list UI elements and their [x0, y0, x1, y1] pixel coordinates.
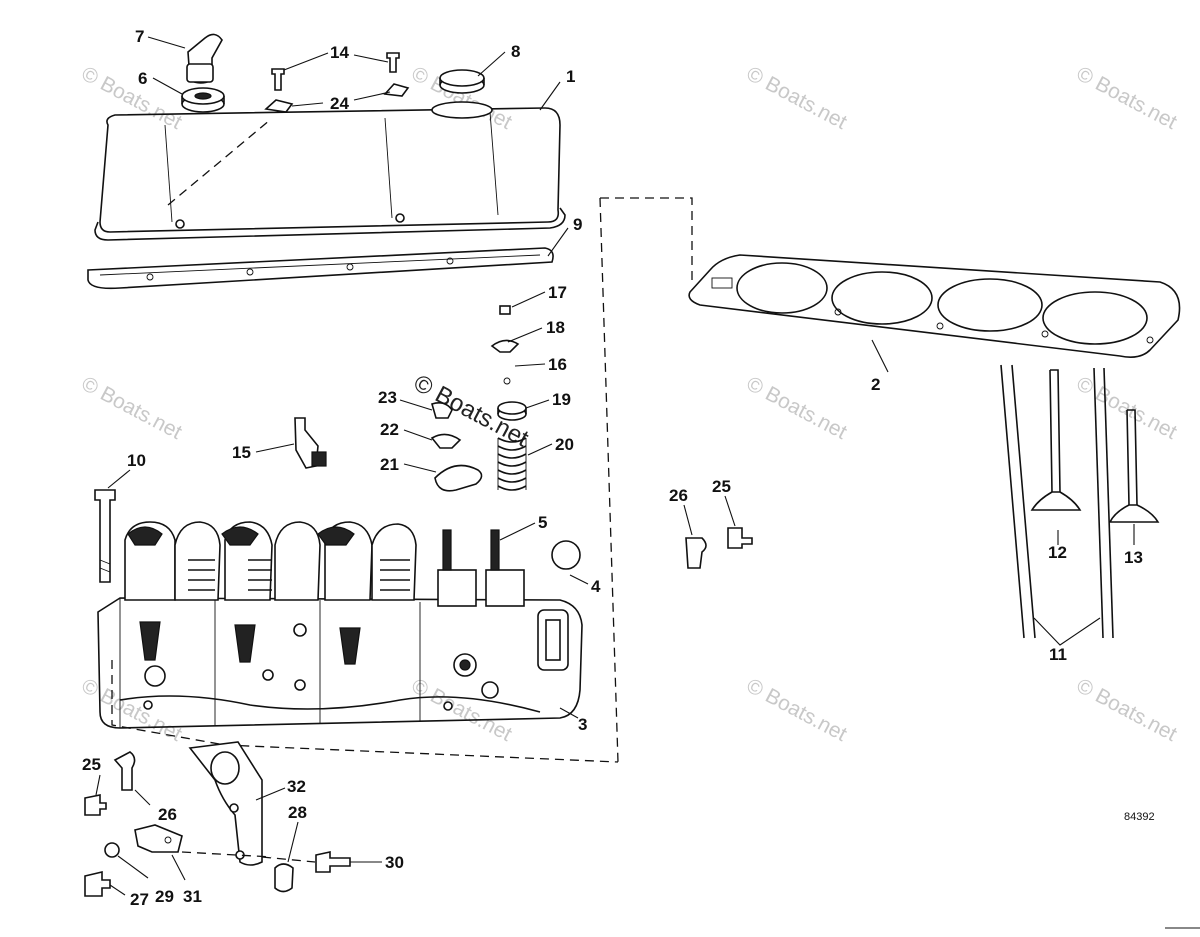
- callout-31: 31: [183, 887, 202, 906]
- callout-10: 10: [127, 451, 146, 470]
- watermark: © Boats.net: [78, 372, 186, 444]
- callout-14: 14: [330, 43, 349, 62]
- assembly-outline: [111, 660, 619, 763]
- callout-27: 27: [130, 890, 149, 909]
- part-elbow-fitting: [186, 33, 223, 84]
- callout-17: 17: [548, 283, 567, 302]
- callout-23: 23: [378, 388, 397, 407]
- part-cylinder-head: [97, 521, 583, 729]
- callout-28: 28: [288, 803, 307, 822]
- callout-12: 12: [1048, 543, 1067, 562]
- callout-9: 9: [573, 215, 582, 234]
- watermark: © Boats.net: [408, 674, 516, 746]
- part-valves-pushrods: [1000, 364, 1160, 639]
- part-expansion-plug: [551, 540, 581, 570]
- assembly-outline: [600, 197, 693, 280]
- callout-20: 20: [555, 435, 574, 454]
- part-clamp-right: [685, 527, 753, 569]
- callout-32: 32: [287, 777, 306, 796]
- callout-4: 4: [591, 577, 601, 596]
- callout-8: 8: [511, 42, 520, 61]
- diagram-reference-number: 84392: [1124, 811, 1155, 823]
- callout-16: 16: [548, 355, 567, 374]
- watermark: © Boats.net: [1073, 62, 1181, 134]
- callout-15: 15: [232, 443, 251, 462]
- part-cover-gasket: [87, 247, 554, 290]
- watermark: © Boats.net: [1073, 674, 1181, 746]
- callout-13: 13: [1124, 548, 1143, 567]
- callout-26-right: 26: [669, 486, 688, 505]
- callout-26-left: 26: [158, 805, 177, 824]
- callout-6: 6: [138, 69, 147, 88]
- watermark: © Boats.net: [743, 372, 851, 444]
- callout-2: 2: [871, 375, 880, 394]
- callout-25-right: 25: [712, 477, 731, 496]
- part-valve-cover: [94, 101, 566, 241]
- part-temp-sender: [294, 417, 327, 469]
- part-valve-train: [430, 305, 527, 492]
- callout-25-left: 25: [82, 755, 101, 774]
- callout-30: 30: [385, 853, 404, 872]
- watermark: © Boats.net: [743, 62, 851, 134]
- part-oil-cap: [439, 69, 485, 94]
- part-clips: [264, 83, 410, 113]
- callout-19: 19: [552, 390, 571, 409]
- rocker-assemblies: [124, 521, 525, 607]
- valve-spring: [497, 437, 527, 491]
- part-grommet: [181, 87, 225, 113]
- callout-29: 29: [155, 887, 174, 906]
- callout-24: 24: [330, 94, 349, 113]
- part-head-bolt: [94, 489, 116, 583]
- leader-lines: [95, 36, 1135, 896]
- callouts: 1 2 3 4 5 6 7 8 9 10 11 12 13 14 15 16 1…: [82, 27, 1143, 909]
- watermark: © Boats.net: [78, 62, 186, 134]
- callout-21: 21: [380, 455, 399, 474]
- callout-7: 7: [135, 27, 144, 46]
- callout-3: 3: [578, 715, 587, 734]
- callout-5: 5: [538, 513, 547, 532]
- watermark: © Boats.net: [743, 674, 851, 746]
- part-screws: [271, 52, 400, 91]
- part-bracket: [84, 741, 351, 897]
- part-head-gasket: [688, 254, 1181, 358]
- callout-18: 18: [546, 318, 565, 337]
- callout-22: 22: [380, 420, 399, 439]
- callout-1: 1: [566, 67, 575, 86]
- callout-11: 11: [1049, 645, 1067, 664]
- assembly-outline: [599, 197, 619, 763]
